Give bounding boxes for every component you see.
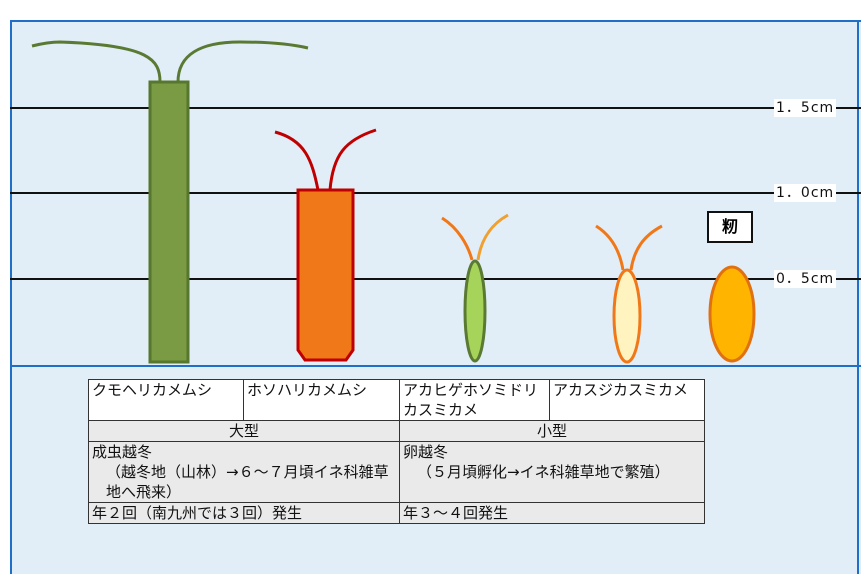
scale-label-0-5cm: 0．5cm <box>774 270 837 288</box>
scale-label-1-0cm: 1．0cm <box>774 184 837 202</box>
hosohari-kamemushi-figure <box>274 128 377 362</box>
large-overwinter: 成虫越冬 <box>92 443 153 461</box>
kumoheri-kamemushi-figure <box>31 40 309 364</box>
akahige-body <box>463 259 487 363</box>
small-detail: （５月頃孵化→イネ科雑草地で繁殖） <box>417 463 670 481</box>
scale-line-1-0cm <box>10 192 861 194</box>
species-akahige: アカヒゲホソミドリカスミカメ <box>399 379 550 421</box>
frame-top-border <box>10 20 861 22</box>
frame-right-border <box>857 20 859 574</box>
species-akasuji: アカスジカスミカメ <box>549 379 705 421</box>
size-large: 大型 <box>88 420 400 442</box>
generation-row: 年２回（南九州では３回）発生 年３～４回発生 <box>88 502 705 524</box>
scale-line-1-5cm <box>10 107 861 109</box>
scale-line-0-5cm <box>10 278 861 280</box>
size-row: 大型 小型 <box>88 420 705 442</box>
kumoheri-body <box>148 80 190 364</box>
frame-left-border <box>10 20 12 574</box>
species-table: クモヘリカメムシ ホソハリカメムシ アカヒゲホソミドリカスミカメ アカスジカスミ… <box>88 379 705 524</box>
insect-silhouettes <box>31 40 756 364</box>
akahige-figure <box>441 213 509 363</box>
akasuji-figure <box>595 224 663 364</box>
hosohari-body <box>296 188 355 362</box>
species-hosohari: ホソハリカメムシ <box>243 379 400 421</box>
scale-label-1-5cm: 1．5cm <box>774 99 837 117</box>
paddy-grain <box>708 265 756 363</box>
large-detail: （越冬地（山林）→６～７月頃イネ科雑草地へ飛来） <box>106 463 389 501</box>
small-overwinter: 卵越冬 <box>403 443 449 461</box>
overwinter-row: 成虫越冬 （越冬地（山林）→６～７月頃イネ科雑草地へ飛来） 卵越冬 （５月頃孵化… <box>88 441 705 503</box>
panel-divider <box>10 365 861 367</box>
size-small: 小型 <box>399 420 705 442</box>
paddy-label: 籾 <box>707 211 753 243</box>
species-kumoheri: クモヘリカメムシ <box>88 379 244 421</box>
species-row: クモヘリカメムシ ホソハリカメムシ アカヒゲホソミドリカスミカメ アカスジカスミ… <box>88 379 705 421</box>
akasuji-body <box>612 268 642 364</box>
small-overwinter-cell: 卵越冬 （５月頃孵化→イネ科雑草地で繁殖） <box>399 441 705 503</box>
large-overwinter-cell: 成虫越冬 （越冬地（山林）→６～７月頃イネ科雑草地へ飛来） <box>88 441 400 503</box>
small-generations: 年３～４回発生 <box>399 502 705 524</box>
large-generations: 年２回（南九州では３回）発生 <box>88 502 400 524</box>
